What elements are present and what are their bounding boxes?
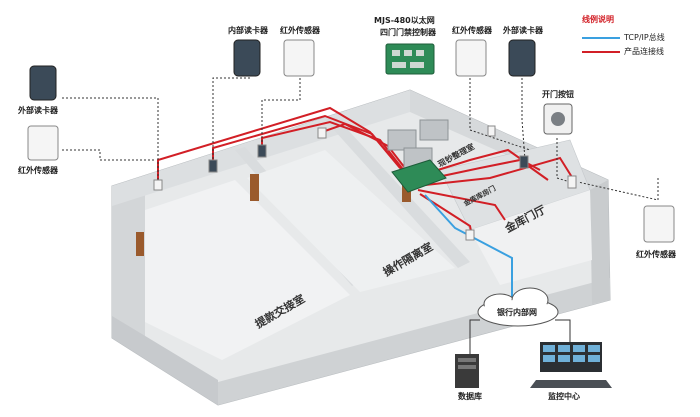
legend-swatch-blue <box>582 36 620 39</box>
network-links <box>469 319 571 360</box>
door-room-a <box>136 232 144 256</box>
legend-label: TCP/IP总线 <box>624 33 665 42</box>
door-room-b <box>250 174 259 201</box>
legend-item-tcpip: TCP/IP总线 <box>582 32 665 43</box>
label-exit-button: 开门按钮 <box>542 90 574 99</box>
controller-label-line1: MJS-480以太网 <box>374 16 435 25</box>
card-reader-icon <box>508 39 536 77</box>
legend-swatch-red <box>582 50 620 53</box>
label-outer-reader-top-right: 外部读卡器 <box>503 26 543 35</box>
database-label: 数据库 <box>458 392 482 401</box>
label-ir-sensor-right: 红外传感器 <box>636 250 676 259</box>
database-server-icon <box>455 354 479 388</box>
label-ir-sensor-top-right: 红外传感器 <box>452 26 492 35</box>
label-inner-reader-top: 内部读卡器 <box>228 26 268 35</box>
callout-lines <box>62 77 659 201</box>
partition-wall-2 <box>325 117 470 268</box>
controller-pcb-floor <box>391 159 447 193</box>
legend-title: 线例说明 <box>582 15 614 24</box>
room-a-floor <box>145 180 350 360</box>
ir-sensor-icon <box>643 205 675 243</box>
legend-item-product: 产品连接线 <box>582 46 664 57</box>
network-cloud-icon <box>477 287 559 327</box>
building-wall-right <box>590 180 610 304</box>
wall-devices <box>153 125 577 241</box>
room-b-floor <box>247 150 455 292</box>
ir-sensor-icon <box>27 125 59 161</box>
ir-sensor-icon <box>455 39 487 77</box>
monitor-center-icon <box>530 342 612 388</box>
label-outer-reader-left: 外部读卡器 <box>18 106 58 115</box>
controller-label-line2: 四门门禁控制器 <box>380 28 436 37</box>
ir-sensor-icon <box>283 39 315 77</box>
server-cabinets <box>387 119 449 169</box>
label-ir-sensor-left: 红外传感器 <box>18 166 58 175</box>
card-reader-icon <box>233 39 261 77</box>
building-wall-left <box>112 176 145 340</box>
card-reader-icon <box>29 65 57 101</box>
monitor-center-label: 监控中心 <box>548 392 580 401</box>
building-wall-front <box>112 316 218 405</box>
legend-label: 产品连接线 <box>624 47 664 56</box>
label-ir-sensor-top: 红外传感器 <box>280 26 320 35</box>
controller-board-chips <box>392 50 424 68</box>
controller-board-icon <box>385 43 435 75</box>
vault-foyer-floor <box>470 190 592 285</box>
tcpip-wiring <box>424 194 513 300</box>
cloud-label: 银行内部网 <box>497 308 537 317</box>
